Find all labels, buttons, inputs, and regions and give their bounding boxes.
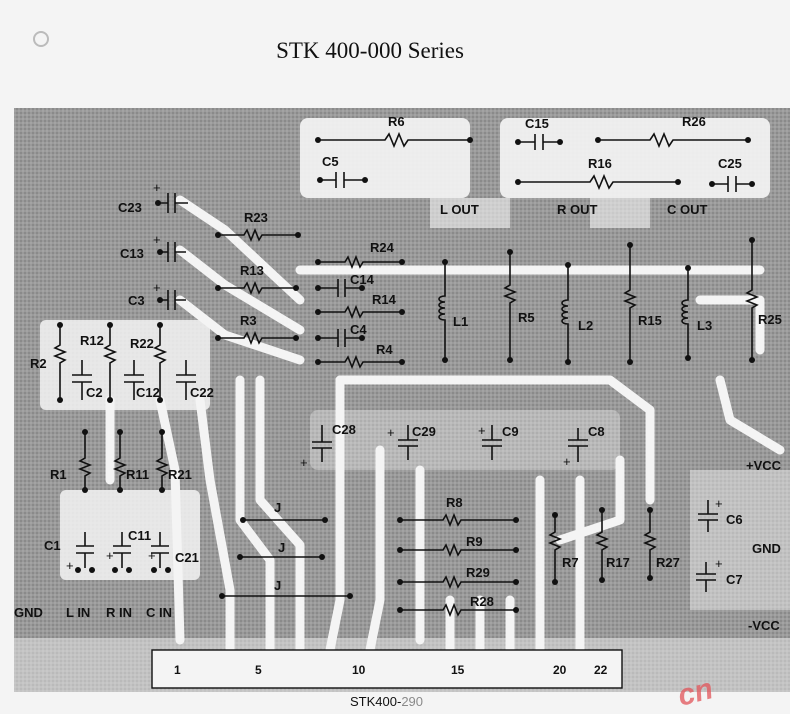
pin-15: 15 bbox=[451, 663, 465, 677]
svg-text:+: + bbox=[153, 280, 161, 295]
label-r15: R15 bbox=[638, 313, 662, 328]
part-number-main: STK400- bbox=[350, 694, 402, 709]
label-j3: J bbox=[274, 578, 281, 593]
label-c15: C15 bbox=[525, 116, 549, 131]
label-r8: R8 bbox=[446, 495, 463, 510]
label-r3: R3 bbox=[240, 313, 257, 328]
net-l-out: L OUT bbox=[440, 202, 479, 217]
connector-pins: 1 5 10 15 20 22 bbox=[174, 663, 608, 677]
svg-text:+: + bbox=[715, 496, 723, 511]
label-c7: C7 bbox=[726, 572, 743, 587]
pin-10: 10 bbox=[352, 663, 366, 677]
net-r-out: R OUT bbox=[557, 202, 598, 217]
label-c6: C6 bbox=[726, 512, 743, 527]
label-c2: C2 bbox=[86, 385, 103, 400]
label-r21: R21 bbox=[168, 467, 192, 482]
label-r13: R13 bbox=[240, 263, 264, 278]
svg-text:+: + bbox=[563, 454, 571, 469]
label-r22: R22 bbox=[130, 336, 154, 351]
label-c1: C1 bbox=[44, 538, 61, 553]
diagram-title: STK 400-000 Series bbox=[276, 38, 464, 63]
label-l1: L1 bbox=[453, 314, 468, 329]
copper-tracks bbox=[40, 118, 790, 655]
net-l-in: L IN bbox=[66, 605, 90, 620]
svg-text:+: + bbox=[153, 180, 161, 195]
svg-text:+: + bbox=[106, 548, 114, 563]
label-r24: R24 bbox=[370, 240, 395, 255]
net-c-out: C OUT bbox=[667, 202, 708, 217]
label-r17: R17 bbox=[606, 555, 630, 570]
pin-5: 5 bbox=[255, 663, 262, 677]
net-labels: L OUT R OUT C OUT GND L IN R IN C IN +VC… bbox=[14, 202, 782, 633]
label-r5: R5 bbox=[518, 310, 535, 325]
label-r23: R23 bbox=[244, 210, 268, 225]
net-gnd: GND bbox=[752, 541, 781, 556]
label-r7: R7 bbox=[562, 555, 579, 570]
label-l3: L3 bbox=[697, 318, 712, 333]
net-neg-vcc: -VCC bbox=[748, 618, 780, 633]
label-c9: C9 bbox=[502, 424, 519, 439]
part-number: STK400-290 bbox=[350, 694, 423, 709]
svg-text:+: + bbox=[66, 558, 74, 573]
label-r25: R25 bbox=[758, 312, 782, 327]
label-r28: R28 bbox=[470, 594, 494, 609]
label-r1: R1 bbox=[50, 467, 67, 482]
net-r-in: R IN bbox=[106, 605, 132, 620]
label-c3: C3 bbox=[128, 293, 145, 308]
label-j2: J bbox=[278, 540, 285, 555]
label-c25: C25 bbox=[718, 156, 742, 171]
component-wires bbox=[52, 131, 760, 618]
part-number-suffix: 290 bbox=[401, 694, 424, 709]
label-r16: R16 bbox=[588, 156, 612, 171]
pin-1: 1 bbox=[174, 663, 181, 677]
svg-text:+: + bbox=[715, 556, 723, 571]
label-r14: R14 bbox=[372, 292, 397, 307]
label-r2: R2 bbox=[30, 356, 47, 371]
label-c14: C14 bbox=[350, 272, 375, 287]
net-pos-vcc: +VCC bbox=[746, 458, 782, 473]
label-c8: C8 bbox=[588, 424, 605, 439]
pin-22: 22 bbox=[594, 663, 608, 677]
label-r29: R29 bbox=[466, 565, 490, 580]
label-c29: C29 bbox=[412, 424, 436, 439]
label-r26: R26 bbox=[682, 114, 706, 129]
label-l2: L2 bbox=[578, 318, 593, 333]
label-c12: C12 bbox=[136, 385, 160, 400]
registration-mark bbox=[33, 31, 49, 47]
label-c13: C13 bbox=[120, 246, 144, 261]
svg-text:+: + bbox=[148, 548, 156, 563]
label-c21: C21 bbox=[175, 550, 199, 565]
label-r11: R11 bbox=[126, 467, 149, 482]
svg-text:+: + bbox=[387, 425, 395, 440]
label-r4: R4 bbox=[376, 342, 393, 357]
svg-text:+: + bbox=[300, 455, 308, 470]
label-r6: R6 bbox=[388, 114, 405, 129]
label-r12: R12 bbox=[80, 333, 104, 348]
svg-text:+: + bbox=[478, 423, 486, 438]
label-r9: R9 bbox=[466, 534, 483, 549]
label-c28: C28 bbox=[332, 422, 356, 437]
connector-strip bbox=[151, 649, 623, 689]
label-c23: C23 bbox=[118, 200, 142, 215]
net-c-in: C IN bbox=[146, 605, 172, 620]
svg-text:+: + bbox=[153, 232, 161, 247]
polarity-marks: + + + + + + + + + + + + bbox=[66, 180, 723, 573]
pin-20: 20 bbox=[553, 663, 567, 677]
label-c11: C11 bbox=[128, 528, 151, 543]
label-r27: R27 bbox=[656, 555, 680, 570]
label-c5: C5 bbox=[322, 154, 339, 169]
net-gnd-in: GND bbox=[14, 605, 43, 620]
component-labels: R6 C5 C15 R26 R16 C25 C23 C13 C3 R23 R13… bbox=[30, 114, 782, 609]
label-c22: C22 bbox=[190, 385, 214, 400]
label-c4: C4 bbox=[350, 322, 367, 337]
label-j1: J bbox=[274, 500, 281, 515]
